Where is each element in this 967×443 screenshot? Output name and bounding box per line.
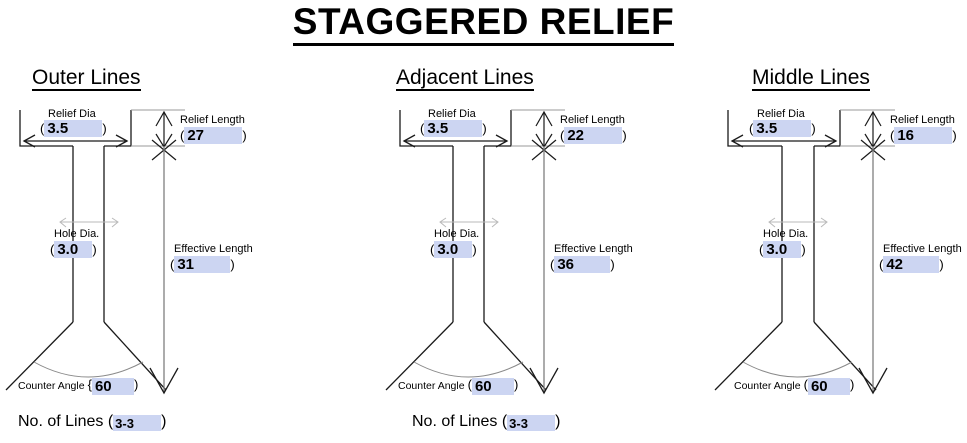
panel-outer-lines: Outer Lines: [0, 0, 330, 443]
panel-heading-adjacent-text: Adjacent Lines: [396, 66, 534, 91]
effective-length-field-outer[interactable]: (31): [170, 256, 235, 274]
relief-dia-value-outer[interactable]: 3.5: [44, 120, 103, 138]
paren-open: (: [890, 128, 895, 143]
hole-dia-label-adjacent: Hole Dia.: [434, 228, 480, 240]
paren-open: (: [420, 121, 425, 136]
paren-open: (: [879, 257, 884, 272]
relief-dia-value-middle[interactable]: 3.5: [753, 120, 812, 138]
paren-close: ): [472, 242, 477, 257]
panel-heading-middle: Middle Lines: [752, 66, 870, 91]
hole-dia-field-middle[interactable]: (3.0): [759, 241, 806, 259]
effective-length-field-middle[interactable]: (42): [879, 256, 944, 274]
relief-dia-field-middle[interactable]: (3.5): [749, 120, 816, 138]
paren-open: (: [560, 128, 565, 143]
counter-angle-label-adjacent: Counter Angle: [398, 380, 465, 392]
paren-close: ): [622, 128, 627, 143]
panel-heading-outer: Outer Lines: [32, 66, 141, 91]
paren-open: (: [180, 128, 185, 143]
hole-dia-value-middle[interactable]: 3.0: [763, 241, 802, 259]
hole-dia-value-adjacent[interactable]: 3.0: [434, 241, 473, 259]
relief-length-label-middle: Relief Length: [890, 114, 955, 126]
relief-length-field-outer[interactable]: (27): [180, 127, 247, 145]
panel-heading-adjacent: Adjacent Lines: [396, 66, 534, 91]
relief-dia-field-outer[interactable]: (3.5): [40, 120, 107, 138]
no-of-lines-label-adjacent: No. of Lines: [412, 413, 498, 430]
relief-length-field-middle[interactable]: (16): [890, 127, 957, 145]
relief-length-value-outer[interactable]: 27: [184, 127, 243, 145]
counter-angle-value-middle[interactable]: 60: [807, 377, 850, 395]
panel-heading-middle-text: Middle Lines: [752, 66, 870, 91]
effective-length-label-adjacent: Effective Length: [554, 243, 633, 255]
hole-dia-value-outer[interactable]: 3.0: [54, 241, 93, 259]
paren-close: ): [161, 413, 167, 430]
panel-heading-outer-text: Outer Lines: [32, 66, 141, 91]
relief-dia-label-outer: Relief Dia: [48, 108, 96, 120]
counter-angle-field-outer[interactable]: Counter Angle {60): [18, 377, 138, 395]
hole-dia-field-adjacent[interactable]: (3.0): [430, 241, 477, 259]
effective-length-value-adjacent[interactable]: 36: [554, 256, 611, 274]
counter-angle-label-outer: Counter Angle: [18, 380, 85, 392]
paren-open: (: [40, 121, 45, 136]
panel-adjacent-lines: Adjacent Lines: [380, 0, 710, 443]
paren-open: (: [50, 242, 55, 257]
no-of-lines-label-outer: No. of Lines: [18, 413, 104, 430]
paren-open: (: [170, 257, 175, 272]
brace-open: {: [87, 377, 92, 392]
relief-dia-label-middle: Relief Dia: [757, 108, 805, 120]
middle-lines-drawing: [714, 109, 895, 395]
relief-dia-field-adjacent[interactable]: (3.5): [420, 120, 487, 138]
panel-middle-lines: Middle Lines: [710, 0, 967, 443]
outer-lines-drawing: [5, 109, 185, 395]
counter-angle-value-outer[interactable]: 60: [91, 377, 134, 395]
relief-length-value-adjacent[interactable]: 22: [564, 127, 623, 145]
effective-length-value-outer[interactable]: 31: [174, 256, 231, 274]
hole-dia-field-outer[interactable]: (3.0): [50, 241, 97, 259]
paren-close: ): [952, 128, 957, 143]
page-title-text: STAGGERED RELIEF: [292, 1, 675, 46]
paren-open: (: [107, 413, 114, 430]
paren-close: ): [811, 121, 816, 136]
counter-angle-field-adjacent[interactable]: Counter Angle (60): [398, 377, 518, 395]
relief-length-field-adjacent[interactable]: (22): [560, 127, 627, 145]
hole-dia-label-middle: Hole Dia.: [763, 228, 809, 240]
relief-length-value-middle[interactable]: 16: [894, 127, 953, 145]
hole-dia-label-outer: Hole Dia.: [54, 228, 100, 240]
paren-close: ): [482, 121, 487, 136]
paren-close: ): [230, 257, 235, 272]
relief-length-label-adjacent: Relief Length: [560, 114, 625, 126]
effective-length-label-middle: Effective Length: [883, 243, 962, 255]
paren-open: (: [430, 242, 435, 257]
no-of-lines-field-adjacent[interactable]: No. of Lines (3-3): [412, 413, 561, 431]
counter-angle-label-middle: Counter Angle: [734, 380, 801, 392]
paren-close: ): [513, 377, 519, 392]
relief-length-label-outer: Relief Length: [180, 114, 245, 126]
adjacent-lines-drawing: [385, 109, 565, 395]
paren-close: ): [102, 121, 107, 136]
paren-open: (: [803, 377, 808, 392]
paren-open: (: [759, 242, 764, 257]
paren-close: ): [555, 413, 561, 430]
paren-close: ): [610, 257, 615, 272]
relief-dia-label-adjacent: Relief Dia: [428, 108, 476, 120]
paren-open: (: [467, 377, 472, 392]
paren-close: ): [939, 257, 944, 272]
relief-dia-value-adjacent[interactable]: 3.5: [424, 120, 483, 138]
paren-close: ): [242, 128, 247, 143]
effective-length-value-middle[interactable]: 42: [883, 256, 940, 274]
paren-close: ): [133, 377, 139, 392]
counter-angle-value-adjacent[interactable]: 60: [471, 377, 514, 395]
counter-angle-field-middle[interactable]: Counter Angle (60): [734, 377, 854, 395]
no-of-lines-value-outer[interactable]: 3-3: [113, 415, 162, 431]
page-title: STAGGERED RELIEF: [0, 1, 967, 46]
paren-close: ): [92, 242, 97, 257]
no-of-lines-value-adjacent[interactable]: 3-3: [507, 415, 556, 431]
paren-open: (: [749, 121, 754, 136]
paren-open: (: [501, 413, 508, 430]
no-of-lines-field-outer[interactable]: No. of Lines (3-3): [18, 413, 167, 431]
effective-length-field-adjacent[interactable]: (36): [550, 256, 615, 274]
paren-close: ): [801, 242, 806, 257]
effective-length-label-outer: Effective Length: [174, 243, 253, 255]
paren-open: (: [550, 257, 555, 272]
paren-close: ): [849, 377, 855, 392]
